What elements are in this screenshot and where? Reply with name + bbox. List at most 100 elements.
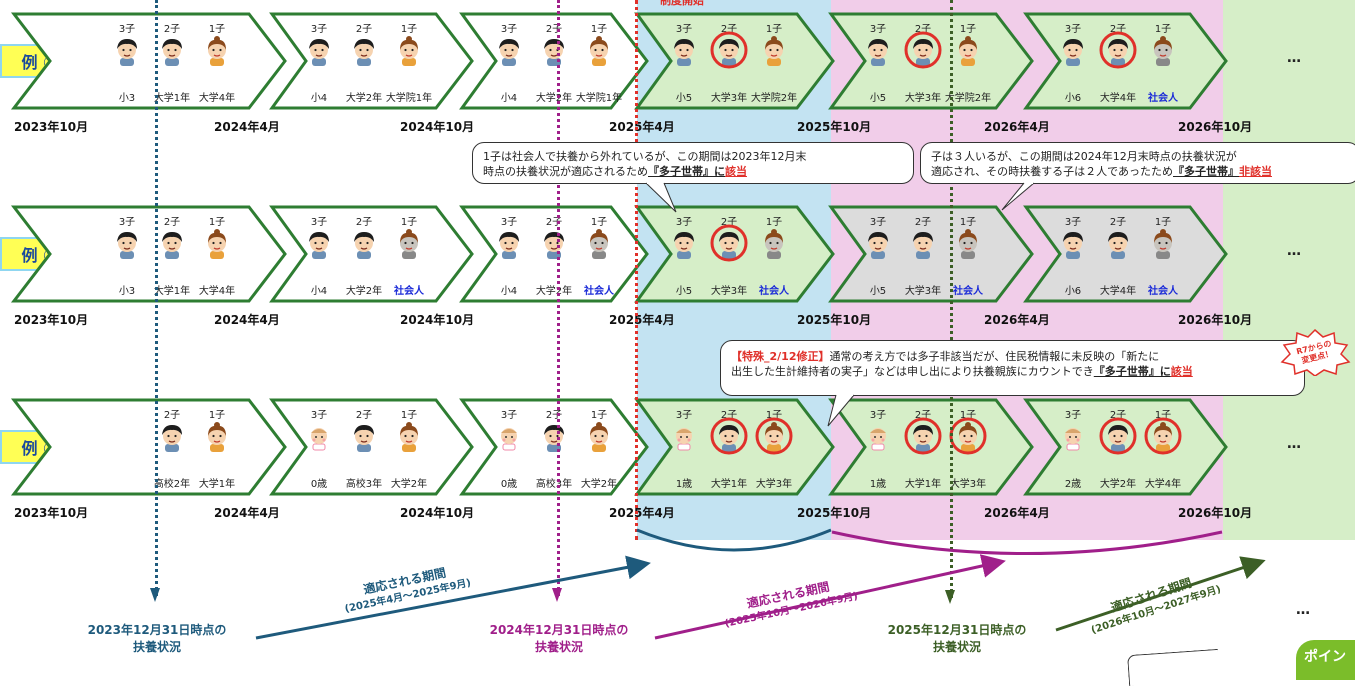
ref-date-2023: 2023年12月31日時点の扶養状況	[87, 623, 227, 654]
period-chevron	[828, 12, 1034, 110]
child-status: 小5	[675, 286, 693, 297]
child-figure: 2子	[535, 410, 573, 452]
system-start-label: 制度開始	[660, 0, 704, 7]
child-order: 3子	[310, 410, 328, 421]
child-figure: 3子	[665, 217, 703, 259]
child-order: 2子	[914, 410, 932, 421]
child-order: 1子	[765, 24, 783, 35]
child-status: 社会人	[584, 286, 614, 297]
child-order: 1子	[208, 410, 226, 421]
child-status: 大学1年	[710, 479, 748, 490]
period-chevron	[269, 12, 474, 110]
child-order: 2子	[163, 217, 181, 228]
boy-icon	[544, 232, 564, 259]
child-status: 小4	[500, 286, 518, 297]
child-figure: 2子	[904, 24, 942, 69]
child-order: 1子	[590, 410, 608, 421]
child-order: 1子	[208, 24, 226, 35]
child-figure: 1子	[198, 217, 236, 259]
child-figure: 3子	[108, 24, 146, 66]
child-order: 3子	[500, 24, 518, 35]
child-figure: 1子	[949, 24, 987, 66]
child-status: 1歳	[869, 479, 887, 490]
child-status: 小4	[500, 93, 518, 104]
girl-icon	[590, 36, 608, 66]
timeline-date: 2026年4月	[984, 506, 1050, 520]
timeline-date: 2024年4月	[214, 313, 280, 327]
child-status: 大学院2年	[944, 93, 992, 104]
adult-icon	[1154, 36, 1172, 66]
child-status: 大学4年	[1099, 93, 1137, 104]
child-figure: 2子	[1099, 217, 1137, 259]
child-status: 小5	[869, 93, 887, 104]
baby-icon	[676, 428, 692, 451]
note-text: 1子は社会人で扶養から外れているが、この期間は2023年12月末	[483, 150, 807, 163]
boy-icon	[1108, 232, 1128, 259]
child-order: 2子	[1109, 24, 1127, 35]
child-status: 大学院1年	[575, 93, 623, 104]
boy-icon	[719, 232, 739, 259]
child-status: 小4	[310, 93, 328, 104]
bracket-2025b	[831, 530, 1223, 555]
timeline-date: 2023年10月	[14, 313, 89, 327]
continuation-ellipsis: …	[1296, 602, 1310, 618]
counted-child-ring	[1144, 417, 1182, 455]
child-order: 2子	[545, 24, 563, 35]
adult-icon	[400, 229, 418, 259]
child-order: 3子	[500, 410, 518, 421]
boy-icon	[354, 425, 374, 452]
period-chevron	[828, 205, 1034, 303]
girl-icon	[208, 422, 226, 452]
child-order: 1子	[959, 217, 977, 228]
reference-line-2025	[950, 0, 953, 598]
note-text: 【特殊_2/12修正】通常の考え方では多子非該当だが、住民税情報に未反映の「新た…	[731, 350, 1160, 363]
note-example3: 【特殊_2/12修正】通常の考え方では多子非該当だが、住民税情報に未反映の「新た…	[720, 340, 1305, 396]
period-chevron	[828, 398, 1034, 496]
child-status: 社会人	[759, 286, 789, 297]
ref-date-2025: 2025年12月31日時点の扶養状況	[887, 623, 1027, 654]
child-status: 2歳	[1064, 479, 1082, 490]
boy-icon	[162, 39, 182, 66]
child-status: 小3	[118, 286, 136, 297]
adult-icon	[959, 229, 977, 259]
child-figure: 2子	[710, 24, 748, 69]
counted-child-ring	[1099, 417, 1137, 455]
child-figure: 1子	[949, 410, 987, 455]
child-order: 2子	[355, 217, 373, 228]
child-order: 3子	[1064, 410, 1082, 421]
child-status: 小4	[310, 286, 328, 297]
child-figure: 2子	[904, 217, 942, 259]
child-status: 大学2年	[535, 286, 573, 297]
counted-child-ring	[904, 31, 942, 69]
child-status: 大学3年	[755, 479, 793, 490]
point-badge: ポイン	[1296, 640, 1355, 680]
timeline-date: 2026年10月	[1178, 120, 1253, 134]
child-figure: 1子	[390, 410, 428, 452]
child-status: 1歳	[675, 479, 693, 490]
child-status: 大学3年	[904, 93, 942, 104]
change-stamp: R7からの 変更点！	[1280, 328, 1351, 376]
boy-icon	[117, 39, 137, 66]
boy-icon	[499, 232, 519, 259]
child-order: 3子	[118, 24, 136, 35]
period-band-2026b	[1223, 0, 1355, 540]
child-order: 1子	[400, 410, 418, 421]
child-status: 社会人	[1148, 286, 1178, 297]
note-text: 時点の扶養状況が適応されるため『多子世帯』に該当	[483, 165, 747, 178]
note-text: 出生した生計維持者の実子」などは申し出により扶養親族にカウントでき『多子世帯』に…	[731, 365, 1193, 378]
child-figure: 3子	[665, 410, 703, 452]
child-figure: 3子	[859, 217, 897, 259]
child-status: 大学2年	[345, 93, 383, 104]
child-order: 2子	[1109, 217, 1127, 228]
note-text: 子は３人いるが、この期間は2024年12月末時点の扶養状況が	[931, 150, 1237, 163]
note-text: 適応され、その時扶養する子は２人であったため『多子世帯』非該当	[931, 165, 1272, 178]
child-status: 社会人	[1148, 93, 1178, 104]
child-figure: 3子	[490, 217, 528, 259]
timeline-date: 2025年10月	[797, 506, 872, 520]
child-figure: 1子	[580, 410, 618, 452]
child-figure: 2子	[710, 217, 748, 262]
child-order: 3子	[675, 410, 693, 421]
child-figure: 1子	[949, 217, 987, 259]
note-example1-pointer	[645, 182, 677, 213]
child-figure: 3子	[1054, 24, 1092, 66]
